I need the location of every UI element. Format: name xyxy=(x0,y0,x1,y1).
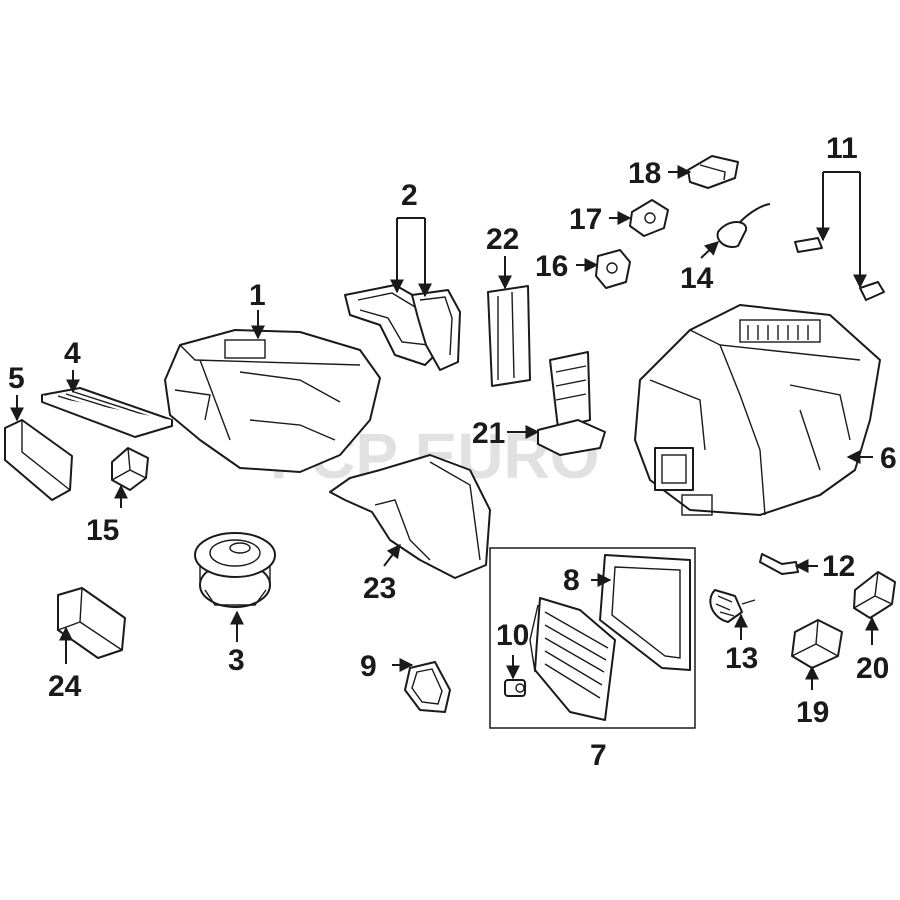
callout-18: 18 xyxy=(628,157,661,190)
callout-13: 13 xyxy=(725,642,758,675)
callout-4: 4 xyxy=(64,337,81,370)
callout-14: 14 xyxy=(680,262,714,295)
part-3-blower-motor[interactable] xyxy=(194,532,276,608)
callout-3: 3 xyxy=(228,644,245,677)
callout-7: 7 xyxy=(590,739,607,772)
part-10-expansion-valve[interactable] xyxy=(504,679,526,697)
part-12-temp-sensor[interactable] xyxy=(759,553,799,575)
callout-1: 1 xyxy=(249,279,266,312)
part-15-actuator[interactable] xyxy=(111,447,149,491)
callout-17: 17 xyxy=(569,203,602,236)
callout-2: 2 xyxy=(401,179,418,212)
callout-22: 22 xyxy=(486,223,519,256)
part-4-cabin-filter[interactable] xyxy=(41,387,173,438)
part-22-bracket[interactable] xyxy=(487,285,531,387)
callout-9: 9 xyxy=(360,650,377,683)
part-16-actuator[interactable] xyxy=(595,249,631,289)
part-24-control-module[interactable] xyxy=(57,587,126,659)
part-5-intake-grille[interactable] xyxy=(4,419,73,501)
callout-10: 10 xyxy=(496,619,529,652)
callout-6: 6 xyxy=(880,442,897,475)
callout-21: 21 xyxy=(472,417,505,450)
part-23-blower-housing[interactable] xyxy=(329,454,491,579)
part-13-hose[interactable] xyxy=(709,589,756,623)
part-21-blower-resistor[interactable] xyxy=(537,351,606,456)
leader-lines xyxy=(10,165,879,690)
callout-15: 15 xyxy=(86,514,119,547)
part-8-evaporator-frame[interactable] xyxy=(599,554,691,671)
part-11-sensors[interactable] xyxy=(794,237,885,301)
part-17-actuator[interactable] xyxy=(629,199,669,237)
part-19-actuator[interactable] xyxy=(791,619,843,669)
callout-23: 23 xyxy=(363,572,396,605)
part-20-actuator[interactable] xyxy=(853,571,896,619)
part-18-actuator[interactable] xyxy=(687,155,739,189)
callout-5: 5 xyxy=(8,362,25,395)
callout-19: 19 xyxy=(796,696,829,729)
part-9-seal[interactable] xyxy=(404,661,451,713)
part-7-kit-box xyxy=(489,547,696,729)
callout-12: 12 xyxy=(822,550,855,583)
evaporator-core[interactable] xyxy=(529,597,616,721)
part-6-hvac-assembly[interactable] xyxy=(634,304,881,516)
callout-20: 20 xyxy=(856,652,889,685)
part-1-hvac-housing[interactable] xyxy=(164,329,381,473)
part-2-gaskets[interactable] xyxy=(344,284,461,371)
part-14-drain-hose[interactable] xyxy=(716,203,771,248)
callout-24: 24 xyxy=(48,670,82,703)
callout-11: 11 xyxy=(826,132,858,165)
callout-8: 8 xyxy=(563,564,580,597)
callout-16: 16 xyxy=(535,250,568,283)
